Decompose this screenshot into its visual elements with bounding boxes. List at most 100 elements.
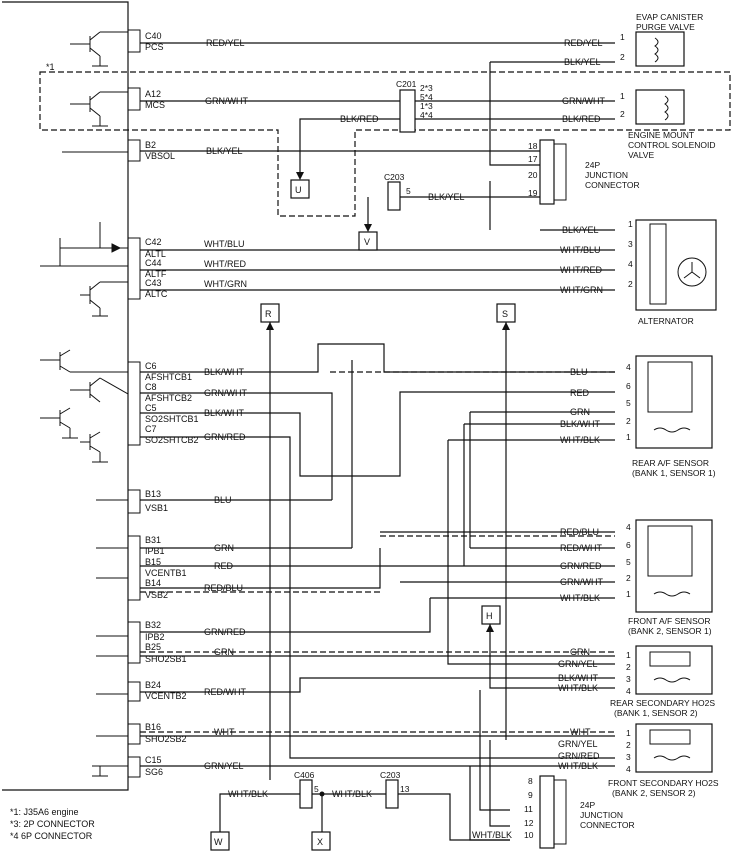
svg-text:GRN/RED: GRN/RED — [558, 751, 600, 761]
svg-text:WHT: WHT — [214, 727, 235, 737]
c203-upper-label: C203 — [384, 172, 405, 182]
svg-text:4: 4 — [626, 522, 631, 532]
front-af-label-2: (BANK 2, SENSOR 1) — [628, 626, 712, 636]
svg-text:4: 4 — [626, 764, 631, 774]
svg-text:3: 3 — [626, 674, 631, 684]
svg-text:WHT/BLU: WHT/BLU — [560, 245, 601, 255]
jc-lower-l3: CONNECTOR — [580, 820, 635, 830]
sig-sg6: SG6 — [145, 767, 163, 777]
note-4: *4 6P CONNECTOR — [10, 831, 93, 841]
svg-text:1: 1 — [620, 32, 625, 42]
engine-option-region — [39, 71, 731, 217]
svg-text:2: 2 — [620, 109, 625, 119]
rear-ho2s-label-1: REAR SECONDARY HO2S — [610, 698, 715, 708]
c406-label: C406 — [294, 770, 315, 780]
svg-text:BLK/YEL: BLK/YEL — [206, 146, 243, 156]
sig-sho2sb2: SHO2SB2 — [145, 734, 187, 744]
pin-b24: B24 — [145, 680, 161, 690]
tag-x: X — [317, 837, 323, 847]
svg-text:6: 6 — [626, 381, 631, 391]
u-arrow — [296, 172, 304, 180]
svg-text:8: 8 — [528, 776, 533, 786]
ref-tags: U V R S H W X — [210, 179, 516, 851]
footnotes: *1: J35A6 engine *3: 2P CONNECTOR *4 6P … — [10, 807, 95, 841]
front-secondary-ho2s — [635, 723, 713, 773]
alternator-label: ALTERNATOR — [638, 316, 694, 326]
pin-c7: C7 — [145, 424, 157, 434]
c201-label: C201 — [396, 79, 417, 89]
svg-text:WHT/BLK: WHT/BLK — [472, 830, 512, 840]
mount-label-3: VALVE — [628, 150, 654, 160]
svg-text:2: 2 — [626, 416, 631, 426]
tag-r: R — [265, 309, 272, 319]
svg-text:RED/YEL: RED/YEL — [206, 38, 245, 48]
svg-text:GRN: GRN — [570, 647, 590, 657]
c201-pin-3: 1*3 — [420, 101, 433, 111]
tag-u: U — [295, 185, 302, 195]
jc-lower-l2: JUNCTION — [580, 810, 623, 820]
note-1: *1: J35A6 engine — [10, 807, 79, 817]
svg-text:BLK/RED: BLK/RED — [340, 114, 379, 124]
front-af-label-1: FRONT A/F SENSOR — [628, 616, 711, 626]
svg-text:1: 1 — [628, 219, 633, 229]
pin-b2: B2 — [145, 140, 156, 150]
pin-c43: C43 — [145, 278, 162, 288]
svg-text:WHT/BLK: WHT/BLK — [558, 761, 598, 771]
svg-text:10: 10 — [524, 830, 534, 840]
front-af-sensor — [635, 519, 713, 613]
c406-connector — [299, 779, 313, 809]
svg-text:BLK/WHT: BLK/WHT — [204, 408, 245, 418]
sig-altc: ALTC — [145, 289, 168, 299]
svg-text:WHT/BLK: WHT/BLK — [558, 683, 598, 693]
jc-upper-l2: JUNCTION — [585, 170, 628, 180]
svg-text:11: 11 — [524, 804, 533, 814]
svg-text:GRN: GRN — [214, 543, 234, 553]
svg-text:WHT/BLK: WHT/BLK — [228, 789, 268, 799]
svg-text:BLK/YEL: BLK/YEL — [562, 225, 599, 235]
pin-b31: B31 — [145, 535, 161, 545]
pin-b15: B15 — [145, 557, 161, 567]
c201-pin-2: 5*4 — [420, 92, 433, 102]
sig-afshtcb1: AFSHTCB1 — [145, 372, 192, 382]
svg-text:GRN/WHT: GRN/WHT — [205, 96, 248, 106]
ecm-pin-labels: C40 PCS A12 MCS B2 VBSOL C42 ALTL C44 AL… — [145, 31, 199, 777]
c203-upper-pin: 5 — [406, 186, 411, 196]
evap-label-2: PURGE VALVE — [636, 22, 695, 32]
svg-text:2: 2 — [626, 740, 631, 750]
pin-b13: B13 — [145, 489, 161, 499]
svg-text:RED/WHT: RED/WHT — [204, 687, 246, 697]
jc-upper-l1: 24P — [585, 160, 600, 170]
svg-text:BLU: BLU — [214, 495, 232, 505]
svg-text:GRN: GRN — [570, 407, 590, 417]
svg-text:WHT/BLK: WHT/BLK — [560, 435, 600, 445]
svg-text:2: 2 — [626, 573, 631, 583]
jc-upper — [539, 139, 555, 205]
svg-text:17: 17 — [528, 154, 538, 164]
pin-b14: B14 — [145, 578, 161, 588]
tag-w: W — [214, 837, 223, 847]
svg-text:BLK/WHT: BLK/WHT — [558, 673, 599, 683]
engine-mount-valve — [635, 89, 685, 125]
pin-c44: C44 — [145, 258, 162, 268]
pin-c6: C6 — [145, 361, 157, 371]
ecm-pin-brackets — [128, 29, 141, 778]
v-arrow — [364, 224, 372, 232]
pin-c5: C5 — [145, 403, 157, 413]
alternator — [635, 219, 717, 311]
pin-b32: B32 — [145, 620, 161, 630]
pin-c42: C42 — [145, 237, 162, 247]
svg-text:WHT/BLU: WHT/BLU — [204, 239, 245, 249]
c201-connector — [399, 89, 416, 133]
c201-pin-4: 4*4 — [420, 110, 433, 120]
svg-text:BLK/YEL: BLK/YEL — [564, 57, 601, 67]
svg-text:RED/WHT: RED/WHT — [560, 543, 602, 553]
evap-purge-valve — [635, 31, 685, 67]
pin-c40: C40 — [145, 31, 162, 41]
svg-text:5: 5 — [626, 557, 631, 567]
mount-label-2: CONTROL SOLENOID — [628, 140, 716, 150]
pin-b25: B25 — [145, 642, 161, 652]
svg-text:WHT/GRN: WHT/GRN — [560, 285, 603, 295]
svg-text:BLK/WHT: BLK/WHT — [560, 419, 601, 429]
svg-text:GRN/WHT: GRN/WHT — [562, 96, 605, 106]
svg-text:GRN/YEL: GRN/YEL — [558, 659, 598, 669]
